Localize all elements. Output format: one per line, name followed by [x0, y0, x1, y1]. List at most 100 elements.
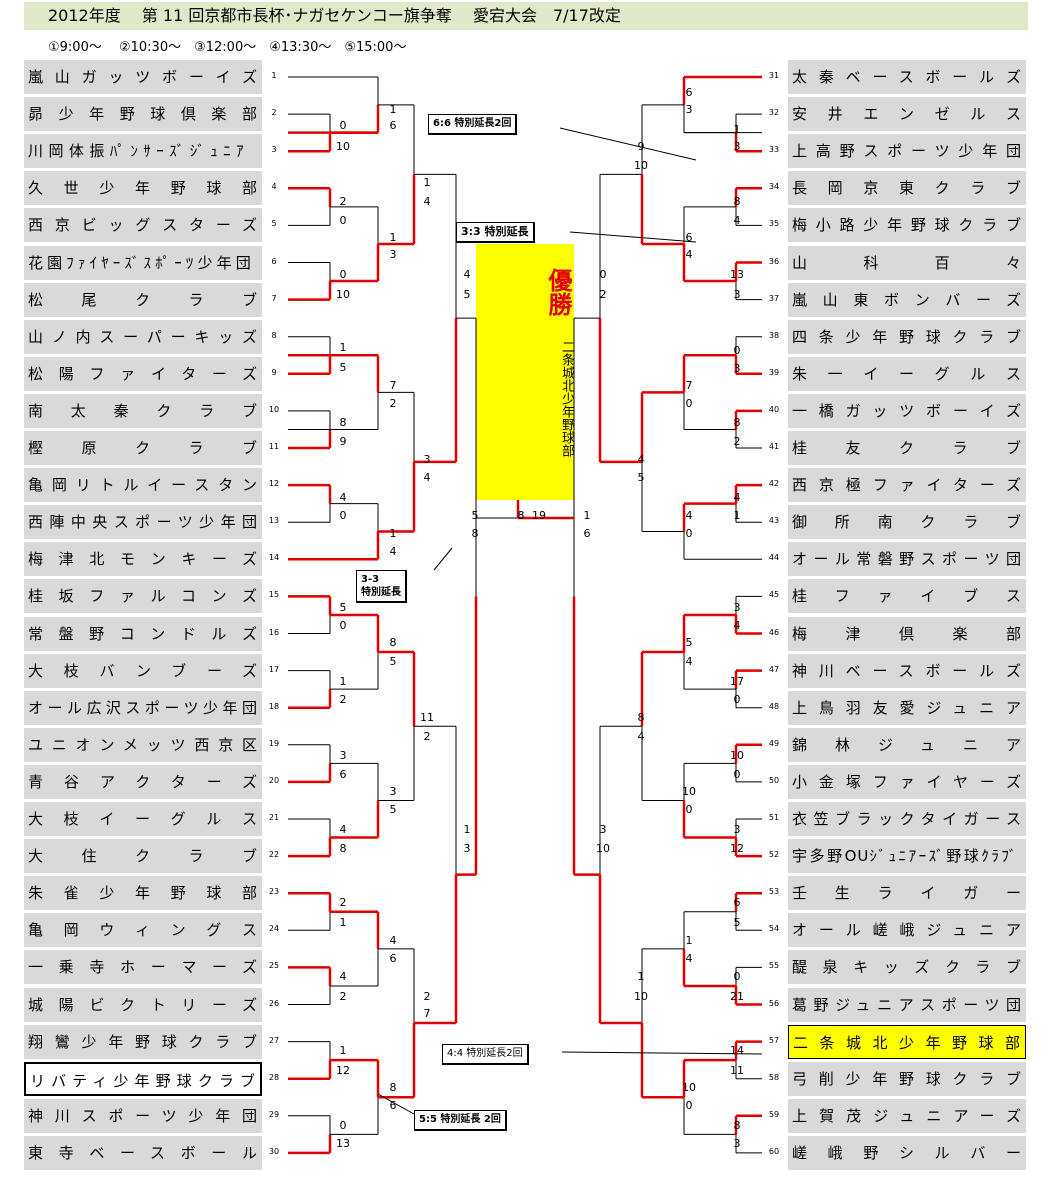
- match-score: 1: [637, 970, 645, 983]
- match-score: 5: [389, 655, 397, 668]
- team-right-9: 朱一イーグルス: [788, 356, 1026, 391]
- match-score: 7: [389, 379, 397, 392]
- team-left-15: 桂坂ファルコンズ: [24, 579, 262, 614]
- match-score: 10: [336, 140, 350, 153]
- match-score: 0: [339, 119, 347, 132]
- team-right-20: 小金塚ファイヤーズ: [788, 764, 1026, 799]
- match-score: 11: [420, 711, 434, 724]
- note-pointer: [561, 1051, 763, 1055]
- match-score: 8: [517, 509, 525, 522]
- team-left-25: 一乗寺ホーマーズ: [24, 950, 262, 985]
- match-score: 6: [339, 768, 347, 781]
- match-score: 6: [583, 527, 591, 540]
- team-right-29: 上賀茂ジュニアーズ: [788, 1098, 1026, 1133]
- team-left-11: 樫原クラブ: [24, 431, 262, 465]
- team-left-19: ユニオンメッツ西京区: [24, 727, 262, 762]
- match-score: 4: [389, 545, 397, 558]
- match-score: 1: [389, 103, 397, 116]
- seed-number: 53: [768, 887, 780, 897]
- match-score: 1: [733, 123, 741, 136]
- match-score: 3: [733, 140, 741, 153]
- seed-number: 23: [268, 887, 280, 897]
- match-score: 7: [423, 1007, 431, 1020]
- team-right-2: 安井エンゼルス: [788, 97, 1026, 132]
- match-score: 4: [685, 655, 693, 668]
- team-left-30: 東寺ベースボール: [24, 1135, 262, 1170]
- match-score: 2: [733, 435, 741, 448]
- match-score: 1: [463, 823, 471, 836]
- team-right-4: 長岡京東クラブ: [788, 171, 1026, 206]
- seed-number: 2: [271, 108, 277, 118]
- match-score: 2: [423, 730, 431, 743]
- match-score: 11: [730, 1064, 744, 1077]
- match-score: 3: [423, 453, 431, 466]
- seed-number: 8: [271, 330, 277, 340]
- match-score: 8: [637, 711, 645, 724]
- note-overtime-3-label: 特別延長: [361, 587, 401, 598]
- match-score: 1: [339, 916, 347, 929]
- match-score: 3: [733, 601, 741, 614]
- match-score: 5: [339, 601, 347, 614]
- seed-number: 21: [268, 813, 280, 822]
- match-score: 0: [599, 268, 607, 281]
- seed-number: 32: [768, 108, 780, 118]
- match-score: 6: [389, 1099, 397, 1112]
- seed-number: 47: [768, 664, 780, 674]
- match-score: 3: [463, 842, 471, 855]
- match-score: 3: [389, 248, 397, 261]
- team-right-28: 弓削少年野球クラブ: [788, 1061, 1026, 1096]
- match-score: 6: [389, 952, 397, 965]
- match-score: 5: [733, 916, 741, 929]
- note-pointer: [377, 1093, 415, 1115]
- match-score: 4: [685, 509, 693, 522]
- match-score: 4: [339, 823, 347, 836]
- match-score: 4: [685, 248, 693, 261]
- match-score: 4: [339, 491, 347, 504]
- team-left-10: 南太秦クラブ: [24, 393, 262, 428]
- seed-number: 57: [768, 1035, 780, 1045]
- seed-number: 41: [768, 442, 780, 451]
- note-overtime-5: 5:5 特別延長 2回: [414, 1110, 507, 1131]
- match-score: 8: [389, 1081, 397, 1094]
- match-score: 3: [599, 823, 607, 836]
- champion-label: 優勝: [544, 268, 572, 316]
- champion-box: 優勝 二条城北少年野球部: [476, 244, 574, 500]
- match-score: 12: [336, 1064, 350, 1077]
- team-left-9: 松陽ファイターズ: [24, 356, 262, 391]
- match-score: 6: [733, 896, 741, 909]
- seed-number: 36: [768, 256, 780, 266]
- match-score: 3: [733, 823, 741, 836]
- seed-number: 60: [768, 1146, 780, 1156]
- team-left-26: 城陽ビクトリーズ: [24, 987, 262, 1022]
- seed-number: 38: [768, 330, 780, 340]
- team-right-10: 一橋ガッツボーイズ: [788, 393, 1026, 428]
- seed-number: 5: [271, 219, 277, 229]
- seed-number: 27: [268, 1035, 280, 1045]
- match-score: 12: [730, 842, 744, 855]
- match-score: 13: [730, 268, 744, 281]
- seed-number: 42: [768, 479, 780, 489]
- match-score: 5: [463, 288, 471, 301]
- seed-number: 22: [268, 850, 280, 860]
- match-score: 5: [339, 361, 347, 374]
- match-score: 4: [463, 268, 471, 281]
- match-score: 9: [637, 140, 645, 153]
- seed-number: 10: [268, 404, 280, 414]
- seed-number: 35: [768, 219, 780, 229]
- match-score: 6: [685, 231, 693, 244]
- team-right-27: 二条城北少年野球部: [788, 1024, 1026, 1059]
- match-score: 8: [733, 195, 741, 208]
- seed-number: 20: [268, 775, 280, 785]
- team-right-8: 四条少年野球クラブ: [788, 319, 1026, 354]
- match-score: 1: [685, 934, 693, 947]
- team-left-16: 常盤野コンドルズ: [24, 616, 262, 651]
- match-score: 0: [339, 214, 347, 227]
- team-right-23: 壬生ライガー: [788, 876, 1026, 911]
- team-right-21: 衣笠ブラックタイガース: [788, 802, 1026, 836]
- match-score: 1: [389, 231, 397, 244]
- match-score: 10: [634, 990, 648, 1003]
- match-score: 2: [339, 693, 347, 706]
- match-score: 5: [637, 471, 645, 484]
- team-left-21: 大枝イーグルス: [24, 802, 262, 836]
- seed-number: 25: [268, 961, 280, 971]
